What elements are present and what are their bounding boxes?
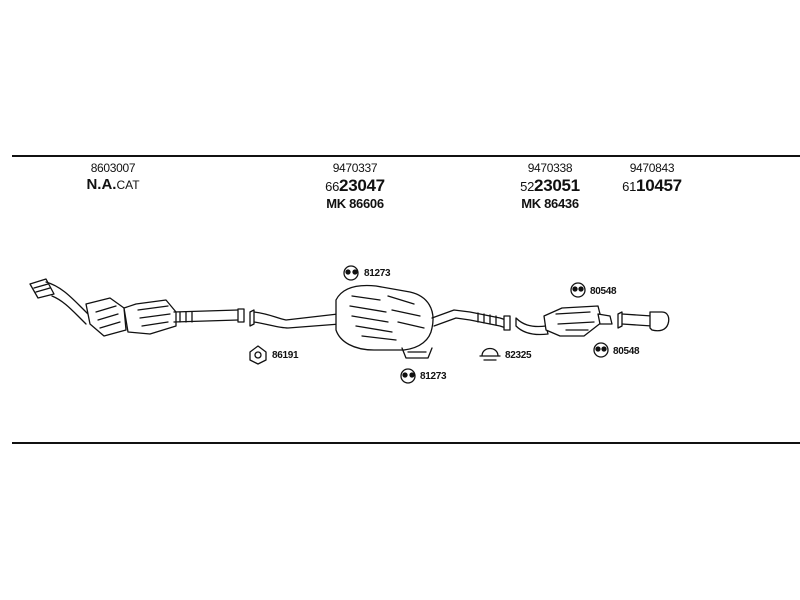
oe-code: 9470337 [332, 161, 378, 175]
part-main: 23051 [534, 176, 580, 195]
cat-label: N.A.CAT [68, 177, 158, 192]
header-catalytic-converter: 8603007 N.A.CAT [68, 162, 158, 192]
mount-label: 80548 [613, 346, 640, 357]
mount-label: 81273 [364, 268, 391, 279]
rubber-mount-icon [400, 368, 416, 384]
part-number: 6623047 [305, 177, 405, 194]
mk-number: MK 86606 [326, 196, 384, 211]
oe-code: 8603007 [90, 161, 136, 175]
catalytic-converter-drawing [29, 278, 245, 337]
na-text: N.A. [86, 176, 117, 193]
tail-pipe-drawing [617, 311, 670, 332]
header-middle-silencer: 9470337 6623047 MK 86606 [305, 162, 405, 210]
header-tail-pipe: 9470843 6110457 [607, 162, 697, 194]
gasket-icon [249, 345, 267, 365]
top-divider [12, 155, 800, 157]
rubber-mount-icon [343, 265, 359, 281]
clamp-label: 82325 [505, 350, 532, 361]
part-prefix: 66 [325, 179, 340, 194]
cat-suffix: CAT [116, 178, 140, 192]
part-prefix: 52 [520, 179, 535, 194]
oe-code: 9470338 [527, 161, 573, 175]
mount-label: 81273 [420, 371, 447, 382]
mount-label: 80548 [590, 286, 617, 297]
bottom-divider [12, 442, 800, 444]
part-number: 5223051 [500, 177, 600, 194]
rubber-mount-icon [593, 342, 609, 358]
rubber-mount-icon [570, 282, 586, 298]
part-main: 23047 [339, 176, 385, 195]
part-prefix: 61 [622, 179, 637, 194]
part-number: 6110457 [607, 177, 697, 194]
middle-silencer-drawing [249, 284, 511, 359]
oe-code: 9470843 [629, 161, 675, 175]
rear-silencer-drawing [515, 305, 613, 337]
part-main: 10457 [636, 176, 682, 195]
header-rear-silencer: 9470338 5223051 MK 86436 [500, 162, 600, 210]
clamp-icon [479, 347, 501, 361]
gasket-label: 86191 [272, 350, 299, 361]
mk-number: MK 86436 [521, 196, 579, 211]
